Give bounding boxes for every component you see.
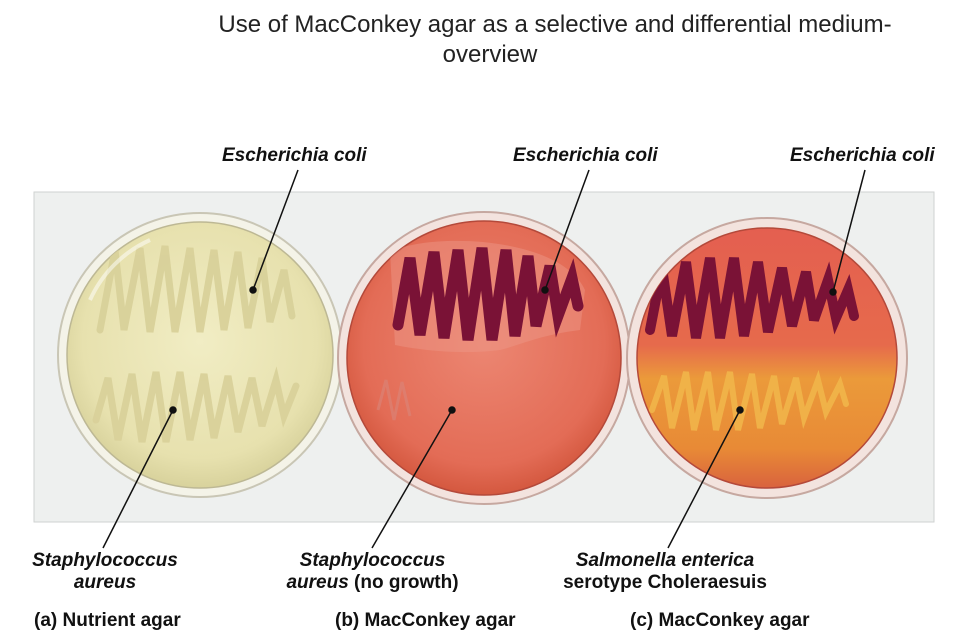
label-e-coli-plate-a: Escherichia coli: [222, 145, 367, 166]
label-italic-part: aureus: [286, 572, 349, 593]
plate-a-nutrient-agar: [57, 212, 343, 498]
label-line: Staphylococcus: [299, 550, 446, 571]
label-staph-aureus-plate-a: Staphylococcus aureus: [20, 550, 190, 594]
label-e-coli-plate-b: Escherichia coli: [513, 145, 658, 166]
label-no-growth: (no growth): [348, 572, 459, 593]
leader-lines: [102, 169, 866, 549]
label-line: serotype Choleraesuis: [563, 572, 767, 593]
title-line-1: Use of MacConkey agar as a selective and…: [218, 11, 892, 38]
title-line-2: overview: [442, 41, 538, 68]
caption-b: (b) MacConkey agar: [335, 610, 516, 631]
caption-a: (a) Nutrient agar: [34, 610, 181, 631]
label-line: Salmonella enterica: [575, 550, 755, 571]
caption-c: (c) MacConkey agar: [630, 610, 810, 631]
plate-b-macconkey-agar: [337, 211, 631, 505]
label-salmonella-plate-c: Salmonella enterica serotype Choleraesui…: [555, 550, 775, 594]
label-line: aureus: [73, 572, 137, 593]
label-e-coli-plate-c: Escherichia coli: [790, 145, 935, 166]
label-line: Staphylococcus: [32, 550, 178, 571]
page-title: Use of MacConkey agar as a selective and…: [0, 10, 960, 70]
plate-c-macconkey-agar: [626, 217, 908, 499]
label-staph-aureus-plate-b: Staphylococcus aureus (no growth): [270, 550, 475, 594]
label-line: aureus (no growth): [270, 572, 475, 594]
